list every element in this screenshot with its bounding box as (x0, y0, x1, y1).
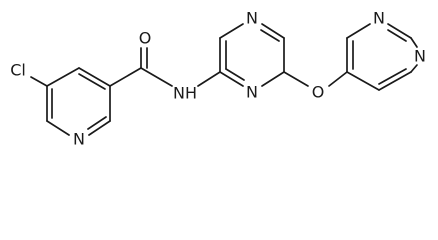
atom-label-pyrazine-nitrogen-bottom: N (246, 83, 258, 102)
bond (378, 71, 412, 91)
pyrazine-ring (219, 23, 285, 87)
bond (346, 23, 371, 39)
bond (387, 29, 407, 42)
bond (387, 23, 412, 39)
bond (197, 71, 221, 87)
bond (410, 64, 418, 73)
bond (261, 71, 285, 87)
bond (346, 71, 380, 91)
bond (225, 68, 245, 81)
atom-label-pyrazine-nitrogen-top: N (246, 9, 258, 28)
bond (78, 67, 111, 87)
bond (78, 73, 106, 90)
bond (46, 120, 70, 136)
pyrimidine-ring (346, 23, 418, 91)
bond (328, 71, 348, 87)
atom-label-amide-nitrogen: NH (173, 84, 197, 103)
bond (88, 120, 111, 136)
atom-label-pyridine-nitrogen: N (73, 130, 85, 149)
atom-label-pyrimidine-nitrogen-top: N (373, 9, 385, 28)
bond (109, 67, 142, 87)
atom-label-carbonyl-oxygen: O (139, 29, 152, 48)
bond (260, 29, 280, 42)
bond (87, 116, 107, 130)
bond (140, 67, 173, 87)
bond (30, 76, 48, 87)
atom-label-pyrimidine-nitrogen-right: N (414, 47, 426, 66)
bond (283, 71, 309, 87)
pyridine-ring (46, 67, 111, 136)
bond (219, 23, 244, 39)
bond (378, 68, 407, 85)
amide-group (109, 47, 221, 87)
atom-label-ether-oxygen: O (312, 83, 325, 102)
bond (410, 37, 418, 48)
molecule-structure: Cl N O NH N N O N N (10, 9, 426, 149)
bond (219, 71, 244, 87)
bond (261, 23, 285, 39)
atom-label-chlorine: Cl (10, 61, 26, 80)
bond (46, 67, 80, 87)
